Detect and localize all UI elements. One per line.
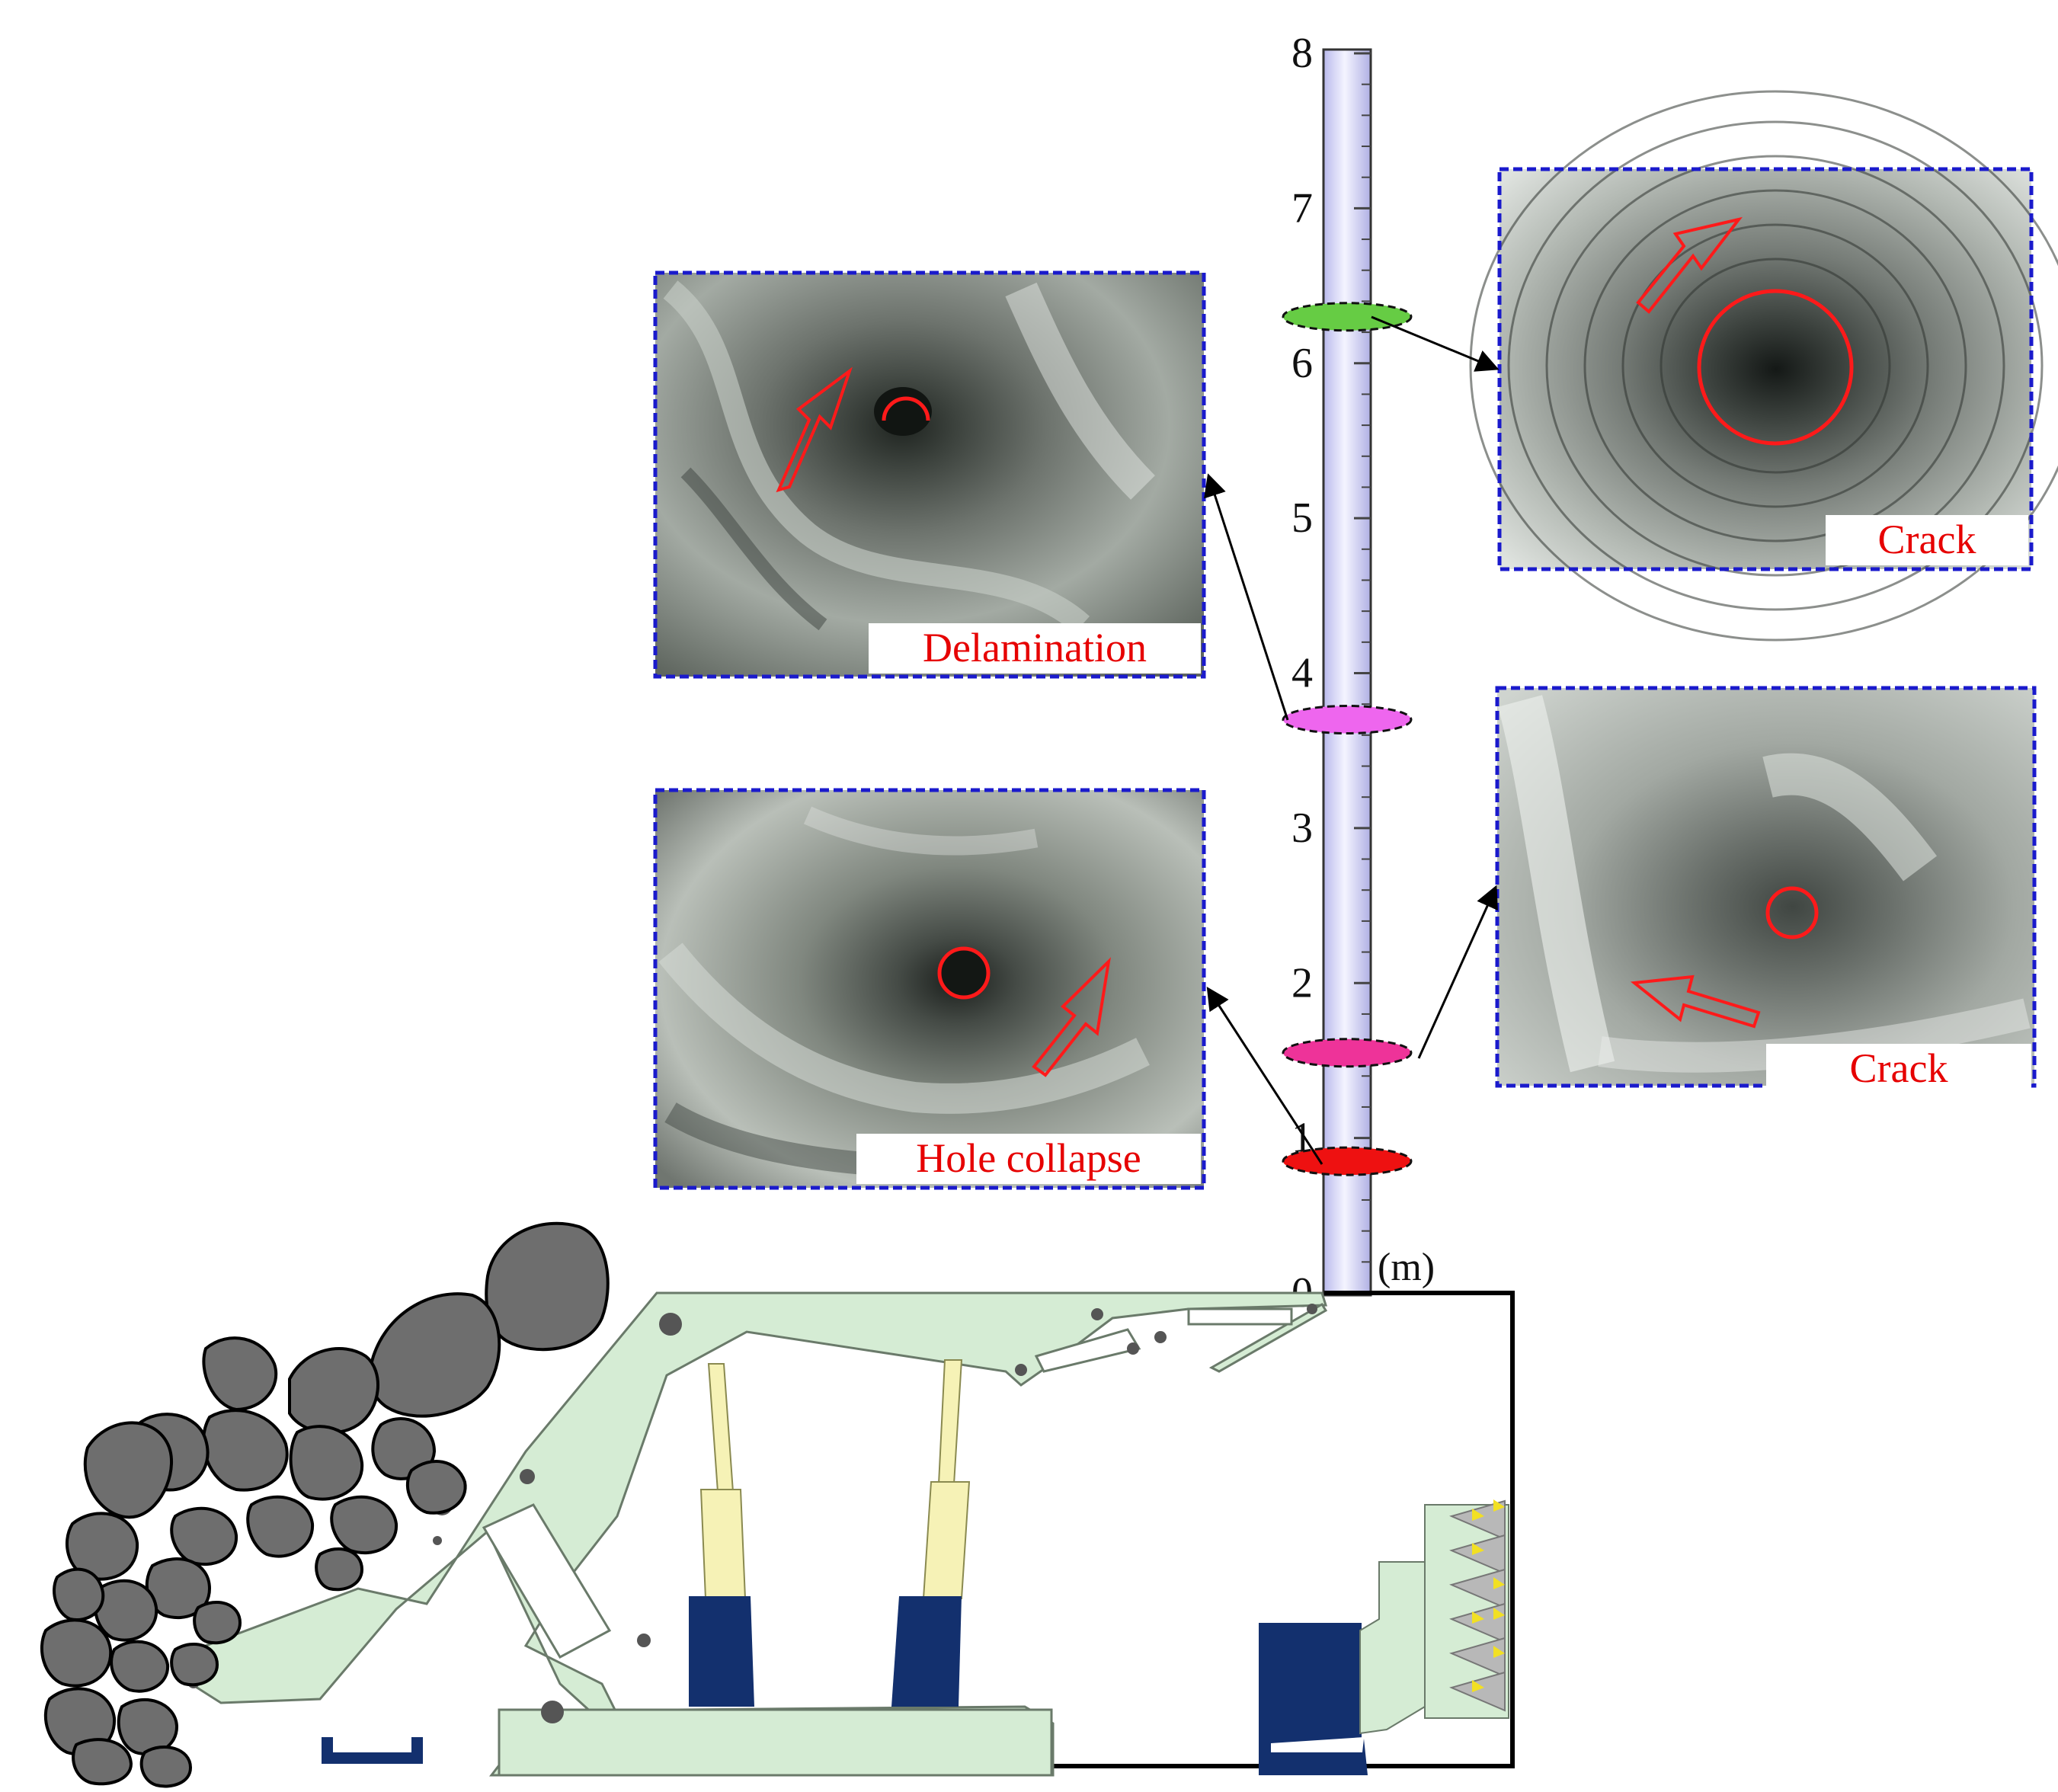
- leg-cylinder-right: [891, 1596, 962, 1707]
- marker-circle: [1765, 886, 1819, 939]
- arrow-icon: [1032, 957, 1111, 1077]
- borehole-photo: [1499, 169, 2031, 569]
- leg-tube-left: [699, 1489, 747, 1599]
- photo-border: [1497, 167, 2034, 571]
- hydraulic-support: [177, 1291, 1328, 1777]
- shearer-arm: [1359, 1561, 1426, 1735]
- canopy-tip: [1208, 1302, 1328, 1373]
- connector-crack-upper: [1371, 315, 1499, 372]
- connector-hole-collapse: [1206, 986, 1323, 1165]
- label-box: [856, 1134, 1201, 1184]
- depth-marker-crack-upper: [1282, 302, 1413, 332]
- borehole-image-crack-upper: Crack: [1469, 90, 2058, 642]
- marker-circle: [882, 396, 930, 421]
- shearer: [1259, 1499, 1509, 1775]
- tick-label-3: 3: [1291, 805, 1313, 852]
- arrow-icon: [1630, 974, 1761, 1029]
- leg-rod-right: [937, 1359, 963, 1485]
- connector-crack-lower: [1417, 885, 1498, 1059]
- photo-border: [653, 270, 1206, 679]
- borehole-rings: [1469, 90, 2058, 642]
- tick-label-4: 4: [1291, 650, 1313, 697]
- canopy-extension: [1187, 1307, 1293, 1326]
- leg-tube-right: [922, 1481, 971, 1599]
- hydraulic-legs: [689, 1359, 971, 1707]
- tick-label-7: 7: [1291, 184, 1313, 232]
- floor-trough: [322, 1737, 423, 1764]
- arrow-icon: [776, 366, 853, 493]
- depth-marker-hole-collapse: [1282, 1146, 1413, 1176]
- borehole-image-hole-collapse: Hole collapse: [653, 788, 1206, 1190]
- depth-marker-crack-lower: [1282, 1038, 1413, 1068]
- photo-border: [653, 788, 1206, 1190]
- tick-label-2: 2: [1291, 959, 1313, 1006]
- borehole-image-label: Delamination: [923, 625, 1147, 670]
- borehole-image-label: Crack: [1850, 1045, 1948, 1091]
- connector-arrows: [1204, 315, 1499, 1165]
- leg-cylinder-left: [689, 1596, 754, 1707]
- borehole-photo: [655, 790, 1204, 1188]
- label-box: [1826, 515, 2028, 565]
- scale-unit-label: (m): [1378, 1246, 1435, 1289]
- caved-rock: [40, 1221, 610, 1788]
- borehole-image-delamination: Delamination: [653, 270, 1206, 679]
- borehole-image-label: Hole collapse: [916, 1135, 1141, 1181]
- borehole-image-crack-lower: Crack: [1495, 686, 2037, 1094]
- label-box: [869, 623, 1201, 674]
- tick-label-6: 6: [1291, 340, 1313, 387]
- connector-delamination: [1204, 473, 1289, 721]
- pick-tips: [1472, 1499, 1505, 1692]
- label-box: [1766, 1044, 2031, 1094]
- marker-circle: [937, 946, 991, 1000]
- depth-marker-delamination: [1282, 705, 1413, 735]
- photo-border: [1495, 686, 2037, 1088]
- leg-rod-left: [707, 1363, 735, 1493]
- measuring-scale: 012345678 (m): [1291, 30, 1435, 1317]
- tick-label-5: 5: [1291, 494, 1313, 542]
- tick-label-8: 8: [1291, 30, 1313, 77]
- support-window: [482, 1503, 612, 1659]
- borehole-image-label: Crack: [1878, 517, 1976, 562]
- support-base: [498, 1708, 1053, 1777]
- arrow-icon: [1636, 216, 1743, 314]
- cutting-picks: [1449, 1499, 1506, 1712]
- marker-circle: [1697, 289, 1854, 446]
